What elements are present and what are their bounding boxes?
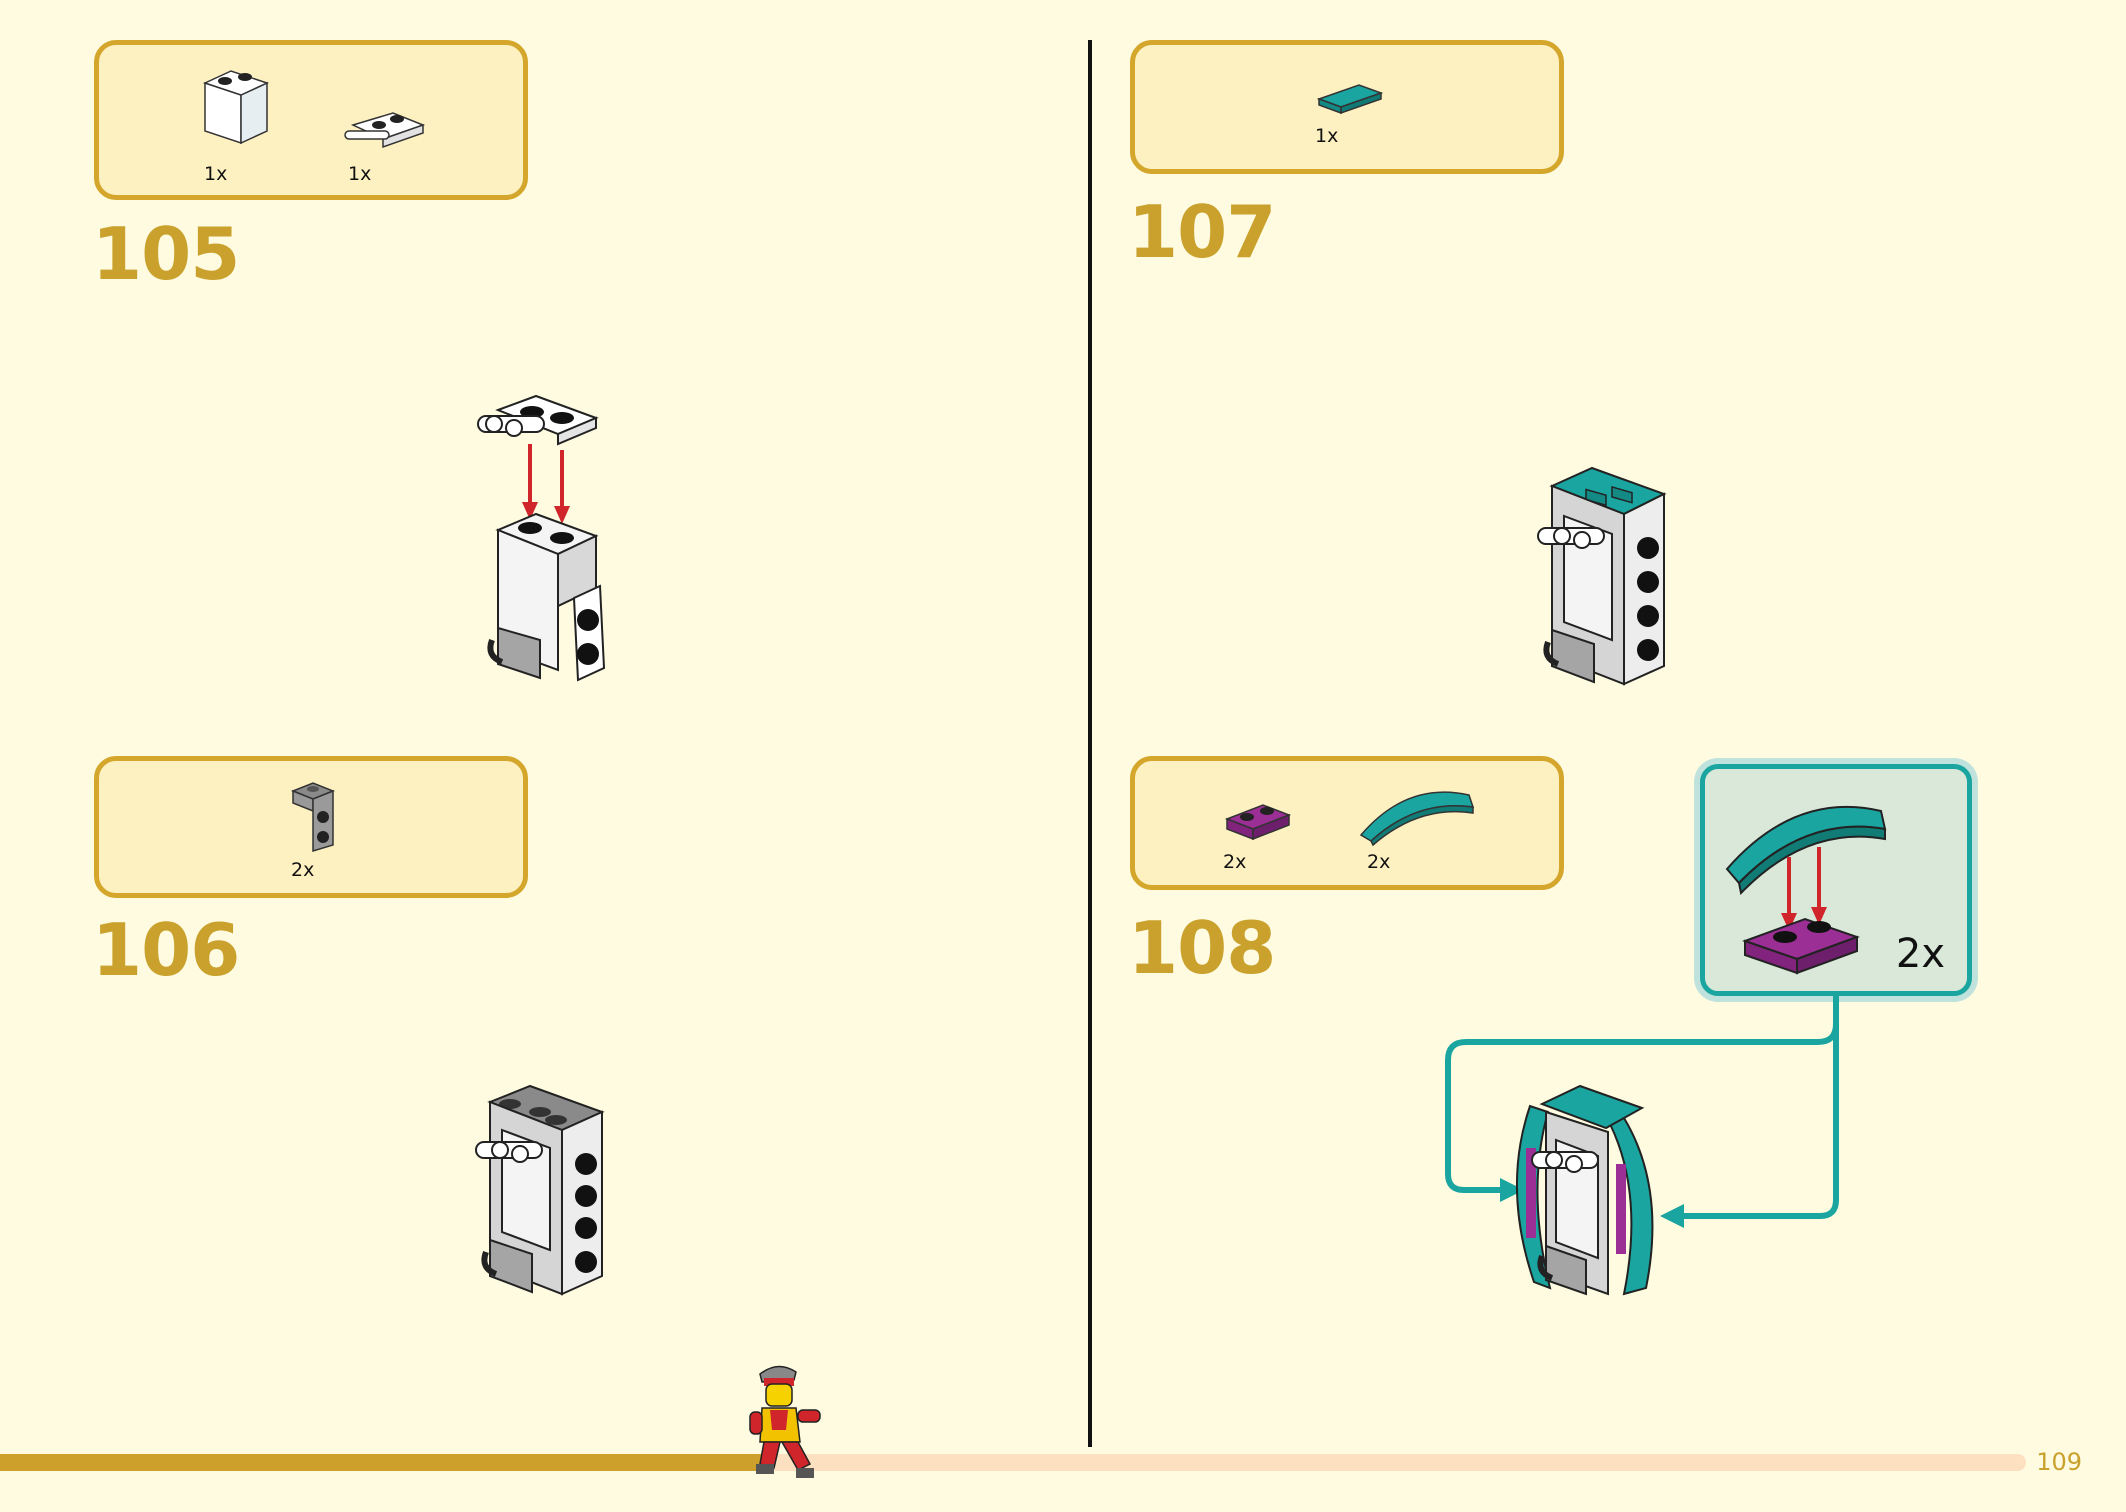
subassembly-qty: 2x xyxy=(1895,931,1945,977)
step-106-assembly xyxy=(475,1084,605,1296)
parts-box-step-107: 1x xyxy=(1130,40,1564,174)
page-divider xyxy=(1088,40,1092,1447)
part-qty: 1x xyxy=(204,163,228,185)
step-105-assembly xyxy=(477,394,606,682)
step-number-105: 105 xyxy=(92,212,240,296)
part-qty: 2x xyxy=(1223,851,1247,873)
progress-bar-fill xyxy=(0,1454,770,1471)
step-number-107: 107 xyxy=(1128,190,1276,274)
part-qty: 1x xyxy=(348,163,372,185)
parts-box-step-106: 2x xyxy=(94,756,528,898)
magenta-plate-icon xyxy=(1224,804,1292,841)
page-number: 109 xyxy=(2036,1448,2082,1476)
part-qty: 2x xyxy=(1367,851,1391,873)
subassembly-illustration xyxy=(1725,805,1887,975)
step-number-106: 106 xyxy=(92,908,240,992)
step-107-assembly xyxy=(1537,466,1667,686)
white-clip-plate-icon xyxy=(344,112,426,149)
subassembly-callout: 2x xyxy=(1700,764,1972,996)
minifigure-icon xyxy=(749,1365,821,1478)
part-qty: 2x xyxy=(291,859,315,881)
part-qty: 1x xyxy=(1315,125,1339,147)
parts-box-step-105: 1x 1x xyxy=(94,40,528,200)
step-number-108: 108 xyxy=(1128,906,1276,990)
parts-box-step-108: 2x 2x xyxy=(1130,756,1564,890)
teal-tile-icon xyxy=(1316,84,1384,115)
white-brick-icon xyxy=(202,70,270,145)
progress-bar xyxy=(0,1454,2026,1471)
teal-curved-slope-icon xyxy=(1359,791,1475,847)
step-108-assembly xyxy=(1516,1084,1654,1296)
grey-bracket-icon xyxy=(290,782,336,853)
callout-connector-arrows xyxy=(1445,996,1839,1228)
